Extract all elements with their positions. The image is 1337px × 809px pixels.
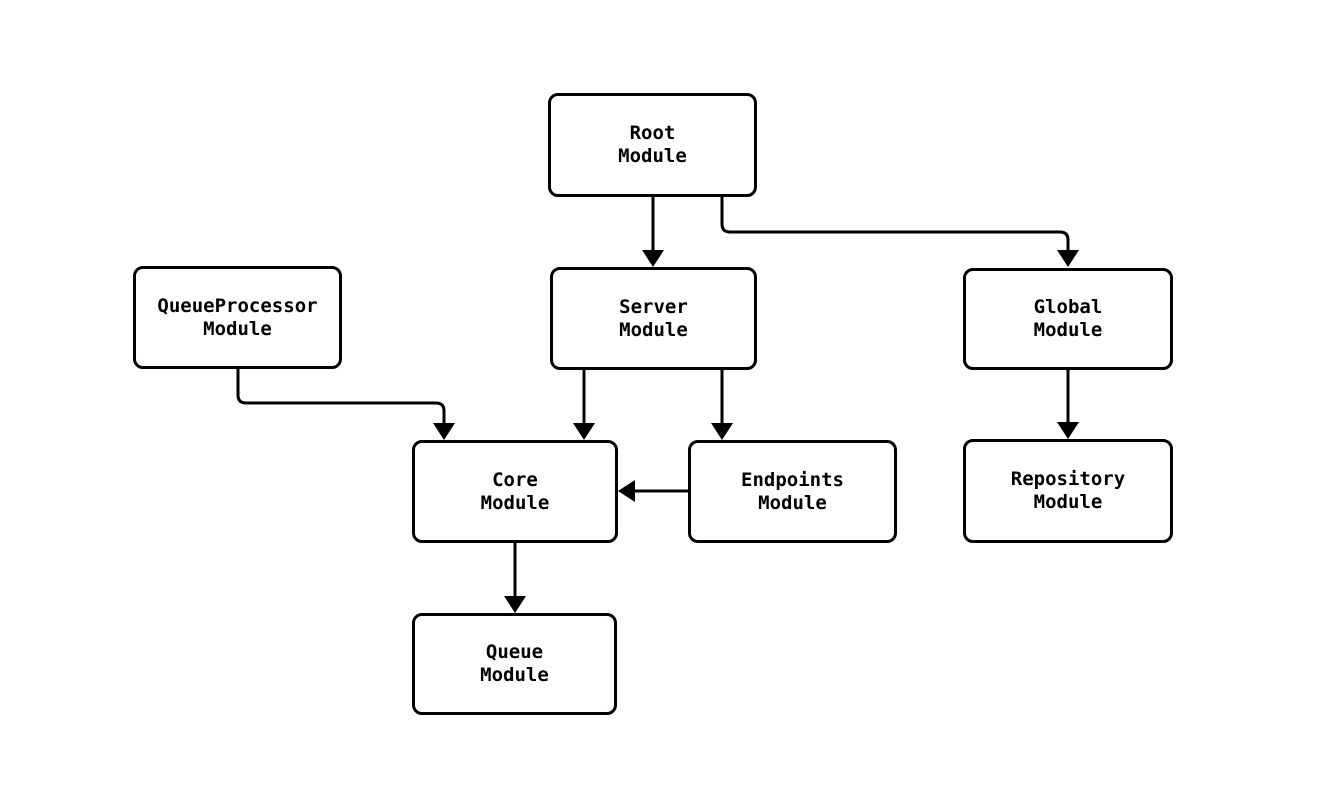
edge-global-to-repository (1057, 370, 1079, 439)
edge-server-to-endpoints (711, 370, 733, 440)
edge-server-to-core (573, 370, 595, 440)
edge-root-to-server (642, 197, 664, 267)
edge-root-to-global (720, 197, 1079, 267)
node-queue-module: Queue Module (412, 613, 617, 715)
node-core-module: Core Module (412, 440, 618, 543)
node-global-module: Global Module (963, 268, 1173, 370)
node-server-module: Server Module (550, 267, 757, 370)
edge-endpoints-to-core (618, 480, 688, 502)
node-repository-module: Repository Module (963, 439, 1173, 543)
node-root-module: Root Module (548, 93, 757, 197)
edge-core-to-queue (504, 543, 526, 613)
edge-queueprocessor-to-core (236, 369, 455, 440)
node-endpoints-module: Endpoints Module (688, 440, 897, 543)
node-queueprocessor-module: QueueProcessor Module (133, 266, 342, 369)
